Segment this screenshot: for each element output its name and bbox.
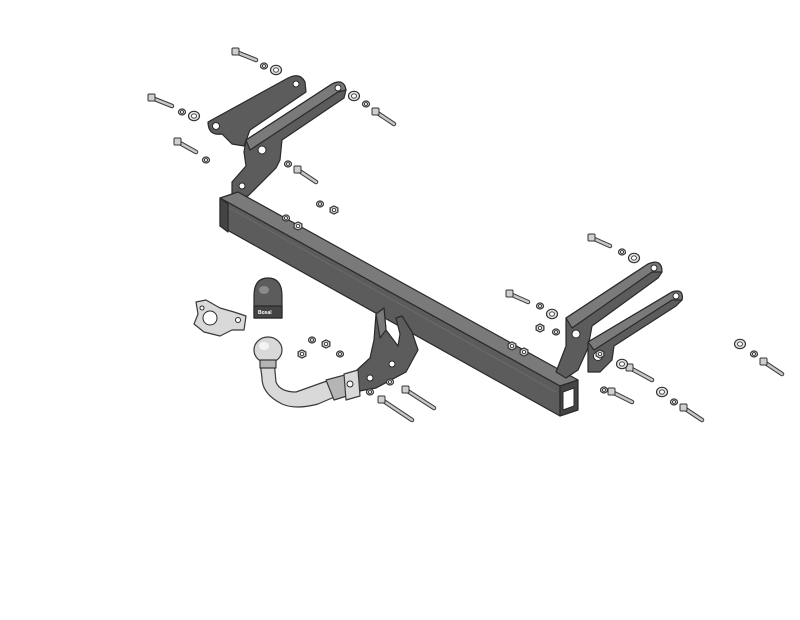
washer-icon: [307, 336, 317, 344]
washer-icon: [655, 386, 669, 398]
washer-icon: [617, 248, 627, 256]
bolt-set: [147, 47, 785, 423]
washer-icon: [281, 214, 291, 222]
bolt-icon: [377, 395, 415, 423]
bolt-icon: [759, 357, 785, 377]
washer-icon: [599, 386, 609, 394]
bolt-icon: [625, 363, 655, 383]
left-mount-bracket-front: [231, 81, 347, 197]
tow-ball-arm: [259, 359, 361, 408]
tow-neck-bracket: [343, 307, 419, 393]
bolt-icon: [293, 165, 319, 185]
washer-icon: [201, 156, 211, 164]
washer-icon: [545, 308, 559, 320]
crossbar-endcap-left: [219, 197, 229, 233]
bolt-icon: [401, 385, 437, 411]
washer-icon: [669, 398, 679, 406]
ball-cap: Bosal: [253, 277, 283, 319]
washer-icon: [551, 328, 561, 336]
washer-icon: [283, 160, 293, 168]
washer-icon: [187, 110, 201, 122]
tow-ball: [253, 336, 283, 369]
nut-icon: [507, 341, 517, 351]
washer-icon: [385, 378, 395, 386]
washer-icon: [535, 302, 545, 310]
bolt-icon: [173, 137, 199, 155]
left-mount-bracket-rear: [207, 75, 307, 147]
washer-icon: [259, 62, 269, 70]
cap-logo: Bosal: [258, 310, 272, 316]
nut-icon: [519, 347, 529, 357]
bolt-icon: [607, 387, 635, 405]
nut-icon: [595, 349, 605, 359]
nut-icon: [329, 205, 339, 215]
bolt-icon: [371, 107, 397, 127]
nut-icon: [293, 221, 303, 231]
washer-icon: [315, 200, 325, 208]
washer-icon: [177, 108, 187, 116]
right-mount-bracket-front: [587, 290, 683, 373]
washer-icon: [365, 388, 375, 396]
bolt-icon: [679, 403, 705, 423]
nut-icon: [535, 323, 545, 333]
washer-icon: [361, 100, 371, 108]
washer-icon: [733, 338, 747, 350]
nut-icon: [321, 339, 331, 349]
washer-icon: [335, 350, 345, 358]
bolt-icon: [587, 233, 613, 249]
nut-set: [293, 205, 605, 359]
washer-icon: [347, 90, 361, 102]
bolt-icon: [231, 47, 259, 63]
nut-icon: [297, 349, 307, 359]
bolt-icon: [505, 289, 531, 305]
washer-icon: [749, 350, 759, 358]
socket-mounting-plate: [193, 299, 247, 337]
washer-icon: [627, 252, 641, 264]
right-mount-bracket-rear: [555, 261, 663, 379]
washer-set: [177, 62, 759, 406]
washer-icon: [615, 358, 629, 370]
bolt-icon: [147, 93, 175, 109]
washer-icon: [269, 64, 283, 76]
